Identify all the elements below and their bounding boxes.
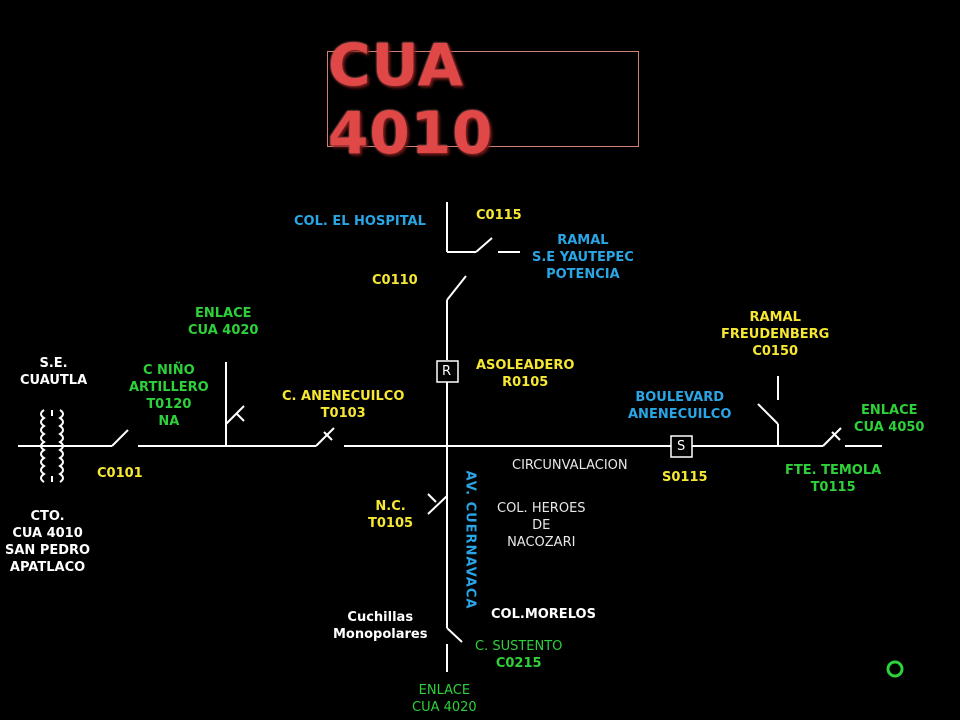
c-nino-line-2: ARTILLERO xyxy=(129,380,209,395)
label-ramal-yautepec: RAMAL S.E YAUTEPEC POTENCIA xyxy=(532,232,634,283)
switch-temola xyxy=(822,427,842,447)
switch-nc-hook xyxy=(427,493,437,503)
enlace-4020-bottom-line-1: ENLACE xyxy=(418,683,471,698)
ramal-yautepec-line-3: POTENCIA xyxy=(546,267,620,282)
switch-c-nino xyxy=(225,405,245,425)
col-heroes-line-2: DE xyxy=(532,518,551,533)
label-col-el-hospital: COL. EL HOSPITAL xyxy=(294,214,426,229)
label-se-cuautla: S.E. CUAUTLA xyxy=(20,355,87,389)
diagram-title: CUA 4010 xyxy=(328,31,494,167)
switch-nc xyxy=(427,495,448,515)
col-heroes-line-1: COL. HEROES xyxy=(497,501,586,516)
label-fte-temola: FTE. TEMOLA T0115 xyxy=(785,462,881,496)
sectionalizer-letter: S xyxy=(677,439,686,454)
circle-nav-icon xyxy=(886,660,904,678)
label-enlace-4020-bottom: ENLACE CUA 4020 xyxy=(412,682,477,716)
asoleadero-line-1: ASOLEADERO xyxy=(476,358,575,373)
switch-c0110 xyxy=(446,275,467,301)
label-col-morelos: COL.MORELOS xyxy=(491,607,596,622)
switch-c0150 xyxy=(757,403,779,425)
asoleadero-line-2: R0105 xyxy=(502,375,549,390)
se-cuautla-line-1: S.E. xyxy=(39,356,68,371)
switch-c0115 xyxy=(475,237,493,253)
enlace-4050-line-2: CUA 4050 xyxy=(854,420,925,435)
cto-line-1: CTO. xyxy=(30,509,65,524)
switch-temola-hook xyxy=(831,431,841,441)
title-box: CUA 4010 xyxy=(327,31,639,167)
transformer-icon xyxy=(40,409,64,483)
c-anenecuilco-line-2: T0103 xyxy=(320,406,366,421)
switch-sustento xyxy=(446,627,463,643)
enlace-4020-bottom-line-2: CUA 4020 xyxy=(412,700,477,715)
recloser-letter: R xyxy=(442,364,452,379)
nc-line-1: N.C. xyxy=(375,499,406,514)
switch-c0101 xyxy=(111,429,129,447)
c-nino-line-3: T0120 xyxy=(146,397,192,412)
boulevard-line-2: ANENECUILCO xyxy=(628,407,732,422)
enlace-4020-top-line-1: ENLACE xyxy=(194,306,252,321)
label-ramal-freudenberg: RAMAL FREUDENBERG C0150 xyxy=(721,309,829,360)
c-sustento-line-2: C0215 xyxy=(495,656,542,671)
ramal-yautepec-line-1: RAMAL xyxy=(557,233,609,248)
label-c0115: C0115 xyxy=(476,208,522,223)
label-c0110: C0110 xyxy=(372,273,418,288)
label-asoleadero: ASOLEADERO R0105 xyxy=(476,357,574,391)
label-enlace-4020-top: ENLACE CUA 4020 xyxy=(188,305,258,339)
c-nino-line-4: NA xyxy=(158,414,180,429)
freudenberg-line-3: C0150 xyxy=(752,344,799,359)
c-nino-line-1: C NIÑO xyxy=(142,363,195,378)
sectionalizer-box xyxy=(670,435,693,458)
cuchillas-line-1: Cuchillas xyxy=(347,610,414,625)
fte-temola-line-2: T0115 xyxy=(810,480,856,495)
c-sustento-line-1: C. SUSTENTO xyxy=(475,639,563,654)
cto-line-4: APATLACO xyxy=(9,560,86,575)
enlace-4050-line-1: ENLACE xyxy=(860,403,918,418)
nc-line-2: T0105 xyxy=(368,516,414,531)
c-anenecuilco-line-1: C. ANENECUILCO xyxy=(282,389,405,404)
fte-temola-line-1: FTE. TEMOLA xyxy=(785,463,882,478)
boulevard-line-1: BOULEVARD xyxy=(635,390,725,405)
label-nc-t0105: N.C. T0105 xyxy=(368,498,413,532)
cto-line-2: CUA 4010 xyxy=(12,526,83,541)
freudenberg-line-1: RAMAL xyxy=(749,310,801,325)
label-c-nino-artillero: C NIÑO ARTILLERO T0120 NA xyxy=(129,362,209,430)
se-cuautla-line-2: CUAUTLA xyxy=(20,373,88,388)
switch-c-nino-hook xyxy=(235,412,245,422)
label-c-sustento: C. SUSTENTO C0215 xyxy=(475,638,562,672)
label-col-heroes: COL. HEROES DE NACOZARI xyxy=(497,500,586,551)
col-heroes-line-3: NACOZARI xyxy=(507,535,576,550)
label-cuchillas: Cuchillas Monopolares xyxy=(333,609,428,643)
label-c-anenecuilco: C. ANENECUILCO T0103 xyxy=(282,388,404,422)
label-c0101: C0101 xyxy=(97,466,143,481)
label-cto: CTO. CUA 4010 SAN PEDRO APATLACO xyxy=(5,508,90,576)
label-enlace-4050: ENLACE CUA 4050 xyxy=(854,402,924,436)
ramal-yautepec-line-2: S.E YAUTEPEC xyxy=(532,250,634,265)
freudenberg-line-2: FREUDENBERG xyxy=(721,327,830,342)
recloser-box xyxy=(436,360,459,383)
label-circunvalacion: CIRCUNVALACION xyxy=(512,458,628,473)
label-boulevard: BOULEVARD ANENECUILCO xyxy=(628,389,731,423)
cuchillas-line-2: Monopolares xyxy=(333,627,428,642)
label-av-cuernavaca: AV. CUERNAVACA xyxy=(462,470,478,610)
switch-anenecuilco-hook xyxy=(323,431,333,441)
cto-line-3: SAN PEDRO xyxy=(5,543,91,558)
label-s0115: S0115 xyxy=(662,470,708,485)
switch-anenecuilco xyxy=(315,427,335,447)
enlace-4020-top-line-2: CUA 4020 xyxy=(188,323,259,338)
